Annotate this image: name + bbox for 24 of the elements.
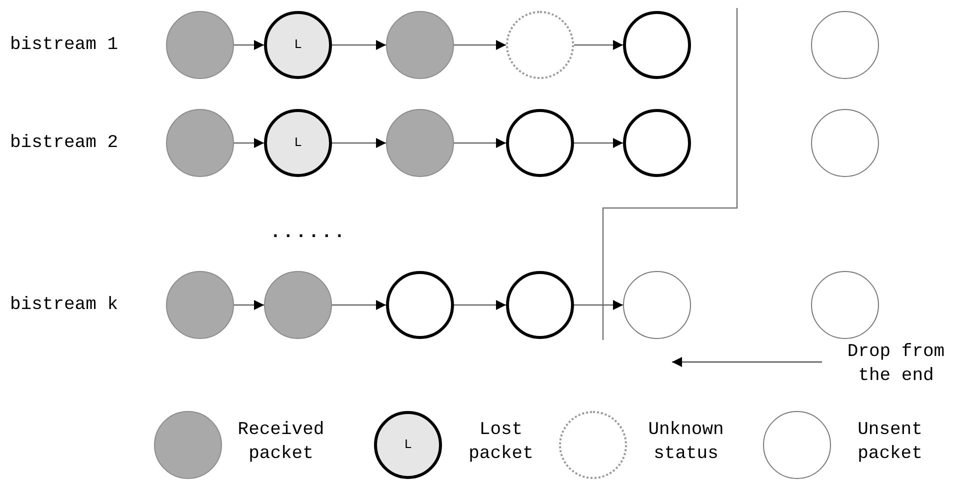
packet-mark: L bbox=[294, 36, 302, 54]
arrow bbox=[454, 138, 506, 148]
row-label: bistream 1 bbox=[10, 34, 118, 56]
arrow bbox=[234, 138, 264, 148]
ellipsis: ...... bbox=[270, 222, 347, 244]
arrow bbox=[574, 138, 623, 148]
arrow bbox=[234, 40, 264, 50]
legend-label: Lost packet bbox=[468, 419, 534, 466]
packet-mark: L bbox=[294, 134, 302, 152]
arrow bbox=[234, 300, 264, 310]
legend-label: Unsent packet bbox=[856, 419, 924, 466]
packet-mark: L bbox=[404, 436, 412, 454]
row-label: bistream k bbox=[10, 294, 118, 316]
arrow bbox=[332, 40, 386, 50]
arrow bbox=[574, 300, 623, 310]
arrow bbox=[454, 40, 506, 50]
arrow bbox=[332, 138, 386, 148]
arrow bbox=[454, 300, 506, 310]
row-label: bistream 2 bbox=[10, 132, 118, 154]
arrow bbox=[332, 300, 386, 310]
legend-label: Unknown status bbox=[647, 419, 725, 466]
legend-label: Received packet bbox=[236, 419, 326, 466]
note: Drop from the end bbox=[846, 341, 946, 388]
arrow bbox=[574, 40, 623, 50]
